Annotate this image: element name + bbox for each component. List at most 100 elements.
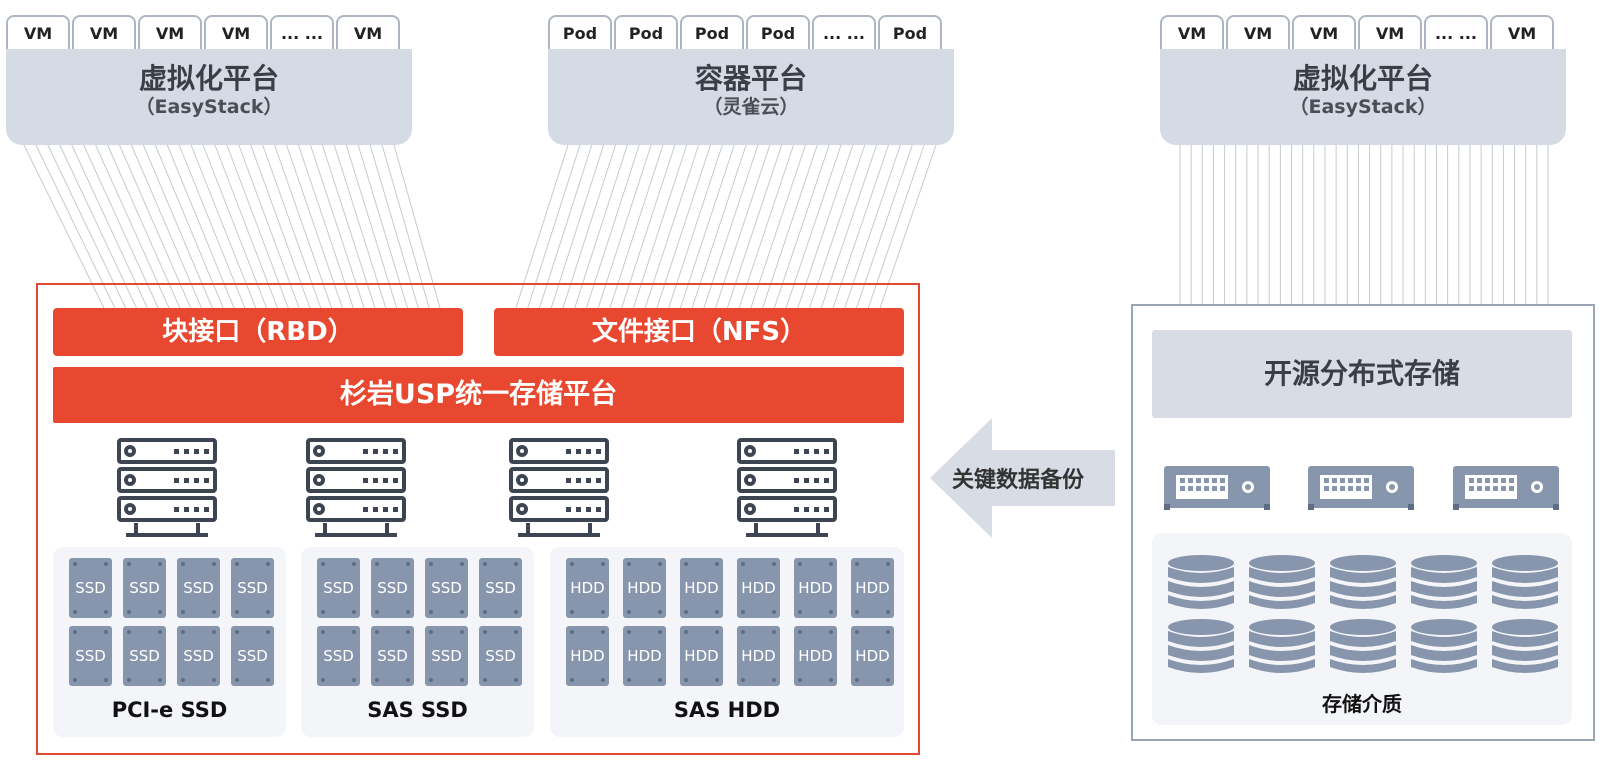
connector-line (726, 144, 783, 309)
left-platform-tabs: VM VM VM VM ... ... VM (6, 15, 402, 49)
platform-title: 虚拟化平台 (138, 62, 279, 95)
ssd-disk-icon: SSD (231, 626, 274, 686)
database-icon (1249, 619, 1315, 673)
connector-line (83, 144, 159, 309)
connector-line (154, 144, 224, 309)
platform-title: 容器平台 (694, 62, 807, 95)
sas-ssd-label: SAS SSD (367, 698, 468, 722)
server-icon (737, 438, 837, 537)
database-icon (1168, 619, 1234, 673)
connector-line (238, 144, 300, 309)
connector-line (585, 144, 640, 309)
connector-line (820, 144, 878, 309)
vm-tab: VM (1226, 15, 1290, 49)
connector-line (71, 144, 148, 309)
connector-line (856, 144, 913, 309)
server-icon (306, 438, 406, 537)
connector-line (214, 144, 278, 309)
vm-tab: VM (1160, 15, 1224, 49)
connector-line (597, 144, 652, 309)
server-icon (117, 438, 217, 537)
ssd-disk-icon: SSD (371, 558, 414, 618)
backup-arrow-icon (930, 418, 1115, 538)
connector-line (879, 144, 937, 309)
pod-tab: Pod (878, 15, 942, 49)
ssd-disk-icon: SSD (69, 626, 112, 686)
connector-line (539, 144, 593, 309)
ssd-disk-icon: SSD (425, 558, 468, 618)
connector-line (47, 144, 127, 309)
connector-line (321, 144, 376, 309)
ssd-disk-icon: SSD (177, 626, 220, 686)
rack-server-icon (1308, 466, 1414, 510)
pcie-ssd-label: PCI-e SSD (111, 698, 228, 722)
database-icon (1492, 555, 1558, 609)
connector-line (644, 144, 700, 309)
hdd-disk-icon: HDD (851, 626, 894, 686)
hdd-disk-icon: HDD (794, 626, 837, 686)
platform-subtitle: （灵雀云） (703, 96, 799, 118)
connector-line (515, 144, 569, 309)
database-icon (1411, 555, 1477, 609)
connector-line (691, 144, 747, 309)
connector-line (178, 144, 246, 309)
connector-line (750, 144, 806, 309)
right-platform-tabs: VM VM VM VM ... ... VM (1160, 15, 1556, 49)
vm-tab: VM (138, 15, 202, 49)
ellipsis-tab: ... ... (1424, 15, 1488, 49)
vm-tab: VM (1292, 15, 1356, 49)
connector-line (202, 144, 268, 309)
connector-line (562, 144, 616, 309)
hdd-disk-icon: HDD (566, 558, 609, 618)
block-interface-bar: 块接口（RBD） (53, 308, 463, 356)
connector-line (773, 144, 830, 309)
connector-line (656, 144, 711, 309)
connector-line (738, 144, 795, 309)
ssd-disk-icon: SSD (371, 626, 414, 686)
file-interface-bar: 文件接口（NFS） (494, 308, 904, 356)
vm-tab: VM (72, 15, 136, 49)
connector-line (190, 144, 257, 309)
connector-line (797, 144, 854, 309)
backup-arrow-label: 关键数据备份 (952, 468, 1085, 493)
connector-line (357, 144, 408, 309)
connector-line (809, 144, 866, 309)
connector-line (119, 144, 192, 309)
pod-tab: Pod (680, 15, 744, 49)
pod-tab: Pod (548, 15, 612, 49)
hdd-disk-icon: HDD (794, 558, 837, 618)
ellipsis-tab: ... ... (812, 15, 876, 49)
ssd-disk-icon: SSD (231, 558, 274, 618)
connector-line (550, 144, 605, 309)
connector-line (785, 144, 842, 309)
vm-tab: VM (204, 15, 268, 49)
database-icon (1330, 619, 1396, 673)
rack-server-icon (1453, 466, 1559, 510)
ssd-disk-icon: SSD (69, 558, 112, 618)
connector-line (166, 144, 235, 309)
hdd-disk-icon: HDD (623, 558, 666, 618)
database-icon (1330, 555, 1396, 609)
open-source-storage-frame (1131, 304, 1595, 741)
pod-tab: Pod (746, 15, 810, 49)
connector-line (527, 144, 581, 309)
connector-line (35, 144, 116, 309)
ellipsis-tab: ... ... (270, 15, 334, 49)
connector-line (609, 144, 664, 309)
connector-line (621, 144, 676, 309)
ssd-disk-icon: SSD (123, 558, 166, 618)
connector-line (59, 144, 137, 309)
database-icon (1492, 619, 1558, 673)
vm-tab: VM (6, 15, 70, 49)
connector-line (226, 144, 289, 309)
connector-line (867, 144, 925, 309)
connector-line (23, 144, 105, 309)
connector-line (679, 144, 735, 309)
pod-tab: Pod (614, 15, 678, 49)
connector-line (832, 144, 889, 309)
right-virtualization-platform: 虚拟化平台 （EasyStack） (1160, 49, 1566, 145)
platform-subtitle: （EasyStack） (135, 96, 283, 118)
server-icon (509, 438, 609, 537)
usp-storage-frame (36, 283, 920, 755)
